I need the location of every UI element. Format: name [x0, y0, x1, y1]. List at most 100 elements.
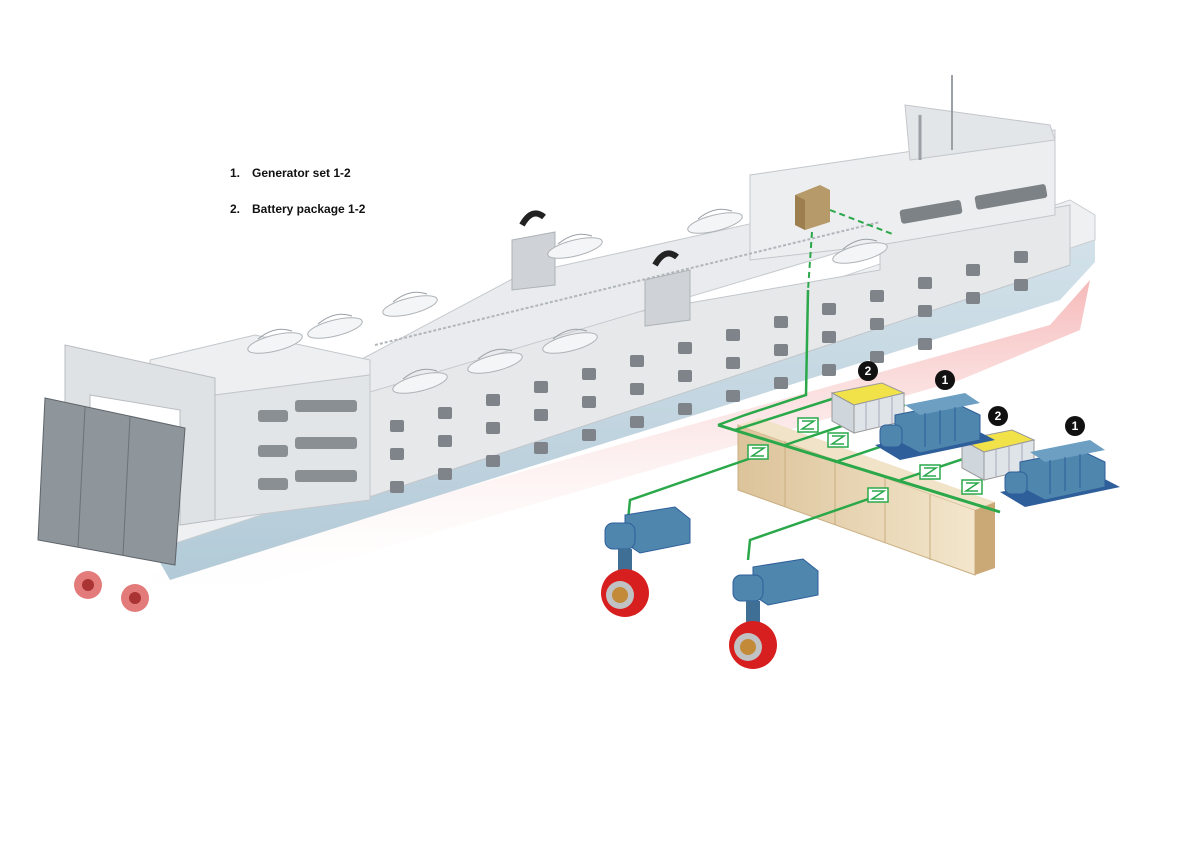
converter-icon	[797, 417, 819, 433]
porthole	[774, 316, 788, 328]
legend-item-generator: 1. Generator set 1-2	[230, 164, 365, 182]
porthole	[678, 342, 692, 354]
marker-label: 1	[1072, 419, 1079, 433]
porthole	[726, 329, 740, 341]
switchboard	[737, 418, 995, 576]
converter-icon	[961, 479, 983, 495]
deck-railing	[374, 221, 881, 346]
lifeboat	[392, 368, 448, 394]
signal-cable-dashed	[829, 209, 896, 236]
generator-set	[1000, 440, 1120, 507]
porthole	[582, 396, 596, 408]
stern-ramp	[37, 397, 186, 566]
legend-number: 2.	[230, 202, 241, 216]
funnel-top-icon	[519, 210, 546, 227]
porthole	[486, 455, 500, 467]
porthole	[678, 403, 692, 415]
legend-item-battery: 2. Battery package 1-2	[230, 200, 365, 218]
lifeboat	[542, 328, 598, 354]
lifeboat	[247, 328, 303, 354]
funnel	[644, 269, 691, 327]
signal-cable	[717, 289, 810, 427]
bridge-top	[904, 104, 1056, 161]
porthole	[582, 368, 596, 380]
ramp-rib	[77, 406, 86, 548]
porthole	[630, 383, 644, 395]
porthole	[678, 370, 692, 382]
marker-generator-icon: 1	[935, 370, 955, 390]
generator-set	[875, 393, 995, 460]
legend-number: 1.	[230, 166, 241, 180]
ramp-rib	[122, 415, 131, 556]
converter-icon	[747, 444, 769, 460]
ship	[37, 75, 1096, 612]
porthole	[582, 429, 596, 441]
porthole	[390, 448, 404, 460]
marker-label: 1	[942, 373, 949, 387]
aft-window	[295, 400, 357, 412]
funnel	[511, 231, 556, 291]
porthole	[534, 409, 548, 421]
lifeboat	[547, 233, 603, 259]
porthole	[438, 468, 452, 480]
lifeboat	[307, 313, 363, 339]
marker-generator-icon: 1	[1065, 416, 1085, 436]
main-bus-bar	[717, 423, 1001, 514]
porthole	[534, 381, 548, 393]
bridge-window	[899, 200, 963, 224]
porthole	[438, 435, 452, 447]
porthole	[870, 290, 884, 302]
bridge-window	[974, 184, 1048, 210]
aft-window	[295, 437, 357, 449]
aft-window	[295, 470, 357, 482]
porthole	[918, 305, 932, 317]
porthole	[726, 357, 740, 369]
porthole	[1014, 251, 1028, 263]
lifeboats	[247, 208, 888, 394]
porthole	[390, 481, 404, 493]
control-box	[795, 185, 830, 230]
converter-icon	[919, 464, 941, 480]
porthole	[870, 351, 884, 363]
aft-window	[258, 410, 288, 422]
porthole	[438, 407, 452, 419]
porthole	[822, 331, 836, 343]
porthole	[966, 264, 980, 276]
marker-label: 2	[865, 364, 872, 378]
porthole	[774, 344, 788, 356]
marker-label: 2	[995, 409, 1002, 423]
lifeboat	[687, 208, 743, 234]
portholes	[390, 251, 1028, 493]
legend-label: Battery package 1-2	[252, 202, 366, 216]
lifeboat	[832, 238, 888, 264]
porthole	[534, 442, 548, 454]
converters	[747, 417, 983, 503]
porthole	[630, 416, 644, 428]
aft-window	[258, 478, 288, 490]
stern-thruster	[74, 571, 149, 612]
tunnel-thruster	[601, 506, 691, 617]
lifeboat	[382, 291, 438, 317]
marker-battery-icon: 2	[858, 361, 878, 381]
porthole	[918, 338, 932, 350]
porthole	[726, 390, 740, 402]
porthole	[630, 355, 644, 367]
porthole	[966, 292, 980, 304]
marker-battery-icon: 2	[988, 406, 1008, 426]
tunnel-thruster	[729, 558, 819, 669]
porthole	[390, 420, 404, 432]
porthole	[918, 277, 932, 289]
converter-icon	[827, 432, 849, 448]
battery-package	[830, 382, 906, 434]
hull-red-band	[150, 280, 1090, 610]
porthole	[486, 394, 500, 406]
porthole	[774, 377, 788, 389]
porthole	[822, 303, 836, 315]
porthole	[822, 364, 836, 376]
legend-label: Generator set 1-2	[252, 166, 351, 180]
legend: 1. Generator set 1-2 2. Battery package …	[230, 164, 365, 236]
porthole	[486, 422, 500, 434]
porthole	[870, 318, 884, 330]
funnel-top-icon	[652, 250, 679, 267]
